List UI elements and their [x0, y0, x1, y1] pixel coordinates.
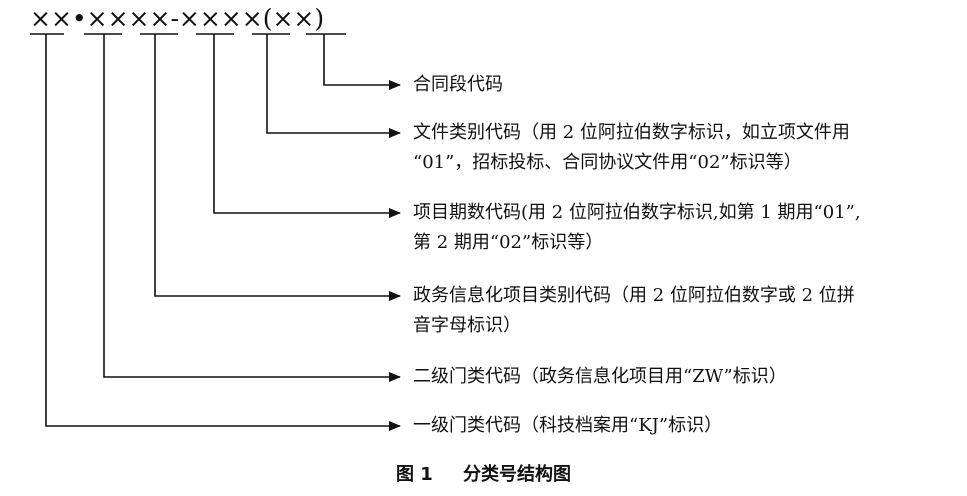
code-separator-dash: - [170, 4, 179, 33]
code-segment-level2-and-category: ×××× [86, 4, 171, 33]
connector-project-category [154, 34, 401, 301]
note-contract-section: 合同段代码 [413, 70, 503, 100]
connector-first-level [45, 34, 401, 431]
note-file-type: 文件类别代码（用 2 位阿拉伯数字标识，如立项文件用 “01”，招标投标、合同协… [413, 118, 850, 178]
note-project-period: 项目期数代码(用 2 位阿拉伯数字标识,如第 1 期用“01”, 第 2 期用“… [413, 198, 861, 258]
code-segment-period-and-filetype: ×××× [178, 4, 263, 33]
note-line: 第 2 期用“02”标识等） [413, 232, 604, 253]
note-line: 合同段代码 [413, 74, 503, 95]
figure-title: 分类号结构图 [463, 464, 572, 485]
code-separator-dot: • [71, 4, 87, 33]
figure-label: 图 1 [395, 464, 433, 485]
note-line: 文件类别代码（用 2 位阿拉伯数字标识，如立项文件用 [413, 122, 850, 143]
code-segment-contract-section: (××) [262, 4, 325, 33]
note-line: 音字母标识） [413, 315, 521, 336]
connector-contract-section [323, 34, 401, 90]
note-line: 一级门类代码（科技档案用“KJ”标识） [413, 415, 723, 436]
note-second-level: 二级门类代码（政务信息化项目用“ZW”标识） [413, 362, 787, 392]
connector-file-type [266, 34, 401, 138]
connector-second-level [103, 34, 401, 382]
note-line: 二级门类代码（政务信息化项目用“ZW”标识） [413, 366, 787, 387]
connector-project-period [213, 34, 401, 218]
figure-caption: 图 1 分类号结构图 [0, 460, 967, 486]
code-segment-level1: ×× [30, 4, 72, 33]
note-first-level: 一级门类代码（科技档案用“KJ”标识） [413, 411, 722, 441]
note-line: 政务信息化项目类别代码（用 2 位阿拉伯数字或 2 位拼 [413, 285, 855, 306]
note-project-category: 政务信息化项目类别代码（用 2 位阿拉伯数字或 2 位拼 音字母标识） [413, 281, 855, 341]
note-line: 项目期数代码(用 2 位阿拉伯数字标识,如第 1 期用“01”, [413, 202, 861, 223]
code-pattern: ××•××××-××××(××) [30, 4, 324, 34]
note-line: “01”，招标投标、合同协议文件用“02”标识等） [413, 152, 802, 173]
